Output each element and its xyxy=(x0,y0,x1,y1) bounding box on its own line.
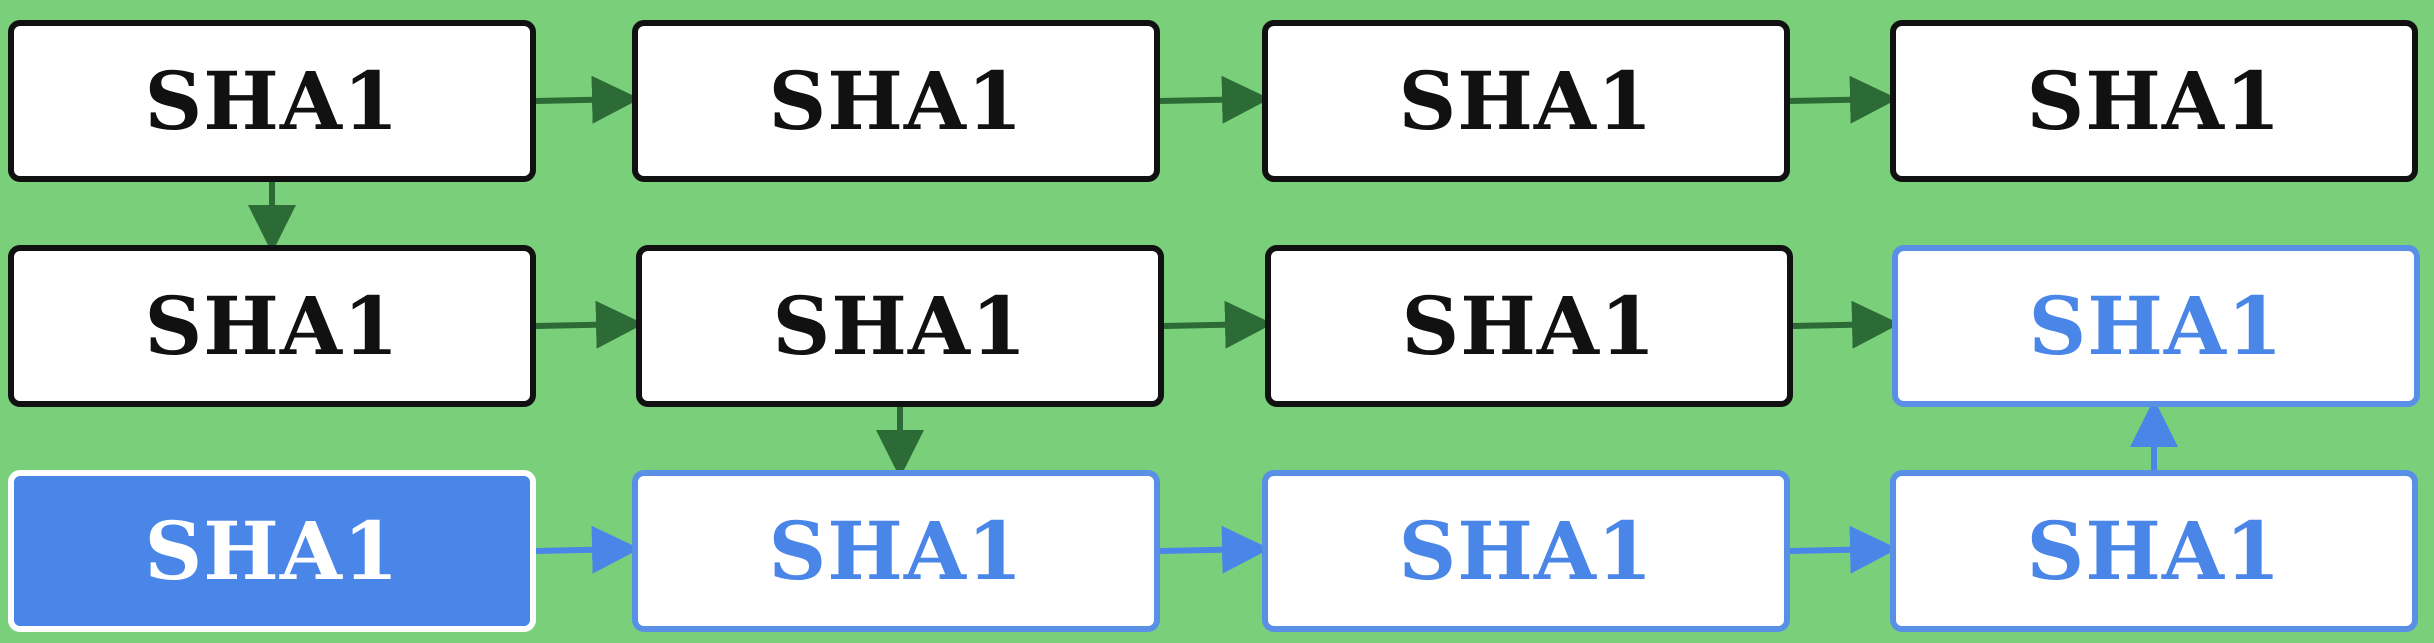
sha1-node-r0-c3: SHA1 xyxy=(1890,20,2418,182)
arrow-n-1-0-to-n-1-1 xyxy=(535,300,644,349)
arrow-n-0-2-to-n-0-3 xyxy=(1789,75,1898,124)
sha1-node-r0-c1: SHA1 xyxy=(632,20,1160,182)
arrow-n-1-2-to-n-1-3 xyxy=(1792,300,1900,349)
arrow-n-0-0-to-n-0-1 xyxy=(535,75,640,124)
sha1-node-r2-c0-active: SHA1 xyxy=(8,470,536,632)
arrow-n-2-0-to-n-2-1 xyxy=(535,525,640,574)
sha1-node-r1-c0: SHA1 xyxy=(8,245,536,407)
sha1-node-r0-c0: SHA1 xyxy=(8,20,536,182)
arrow-n-1-1-to-n-1-2 xyxy=(1163,300,1273,349)
sha1-node-r1-c1: SHA1 xyxy=(636,245,1164,407)
sha1-node-r1-c2: SHA1 xyxy=(1265,245,1793,407)
arrow-n-0-1-to-n-0-2 xyxy=(1159,75,1270,124)
sha1-node-r1-c3: SHA1 xyxy=(1892,245,2420,407)
arrow-n-2-2-to-n-2-3 xyxy=(1789,525,1898,574)
sha1-node-r2-c1: SHA1 xyxy=(632,470,1160,632)
arrow-n-2-1-to-n-2-2 xyxy=(1159,525,1270,574)
sha1-node-r0-c2: SHA1 xyxy=(1262,20,1790,182)
edges xyxy=(248,75,2178,574)
sha1-node-r2-c3: SHA1 xyxy=(1890,470,2418,632)
sha1-node-r2-c2: SHA1 xyxy=(1262,470,1790,632)
